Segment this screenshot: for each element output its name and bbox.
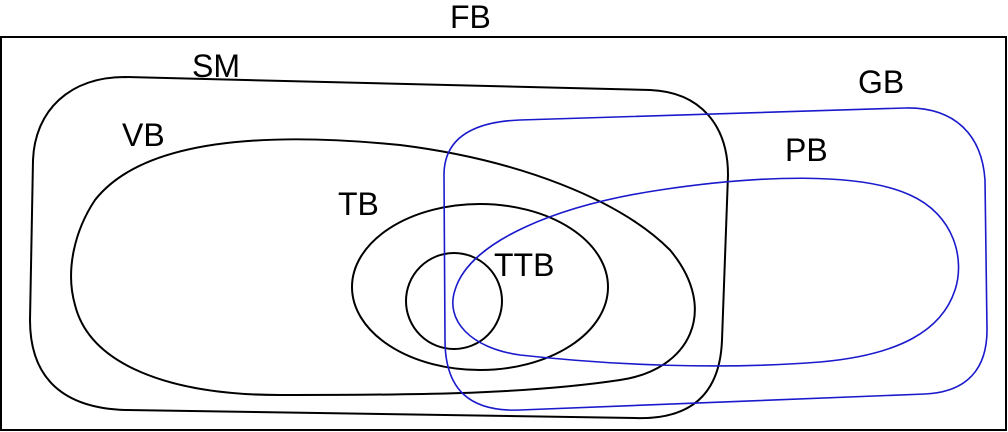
vb-region	[70, 138, 696, 397]
gb-label: GB	[858, 64, 904, 100]
tb-label: TB	[338, 186, 379, 222]
ttb-region	[405, 252, 503, 350]
fb-label: FB	[450, 0, 491, 35]
gb-region	[443, 107, 988, 411]
sm-label: SM	[192, 48, 240, 84]
sm-region	[28, 75, 730, 420]
vb-label: VB	[122, 117, 165, 153]
ttb-label: TTB	[494, 247, 554, 283]
fb-frame	[0, 36, 1007, 431]
tb-region	[351, 203, 609, 371]
pb-region	[452, 177, 960, 367]
pb-label: PB	[785, 132, 828, 168]
